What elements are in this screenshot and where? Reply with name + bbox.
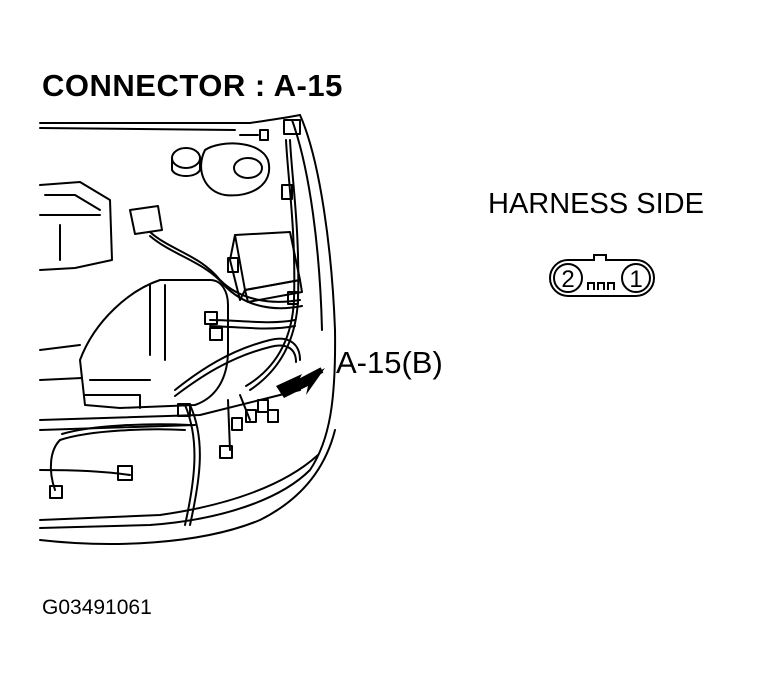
pin-1-circle [621, 263, 651, 293]
page-title: CONNECTOR : A-15 [42, 68, 343, 103]
harness-side-label: HARNESS SIDE [488, 188, 704, 220]
connector-callout-label: A-15(B) [336, 345, 443, 380]
locator-arrow [276, 367, 325, 398]
figure-code: G03491061 [42, 596, 152, 619]
pin-2-label: 2 [561, 266, 574, 293]
connector-face: 2 1 [549, 254, 655, 297]
pin-1-label: 1 [629, 266, 642, 293]
pin-2-circle [553, 263, 583, 293]
